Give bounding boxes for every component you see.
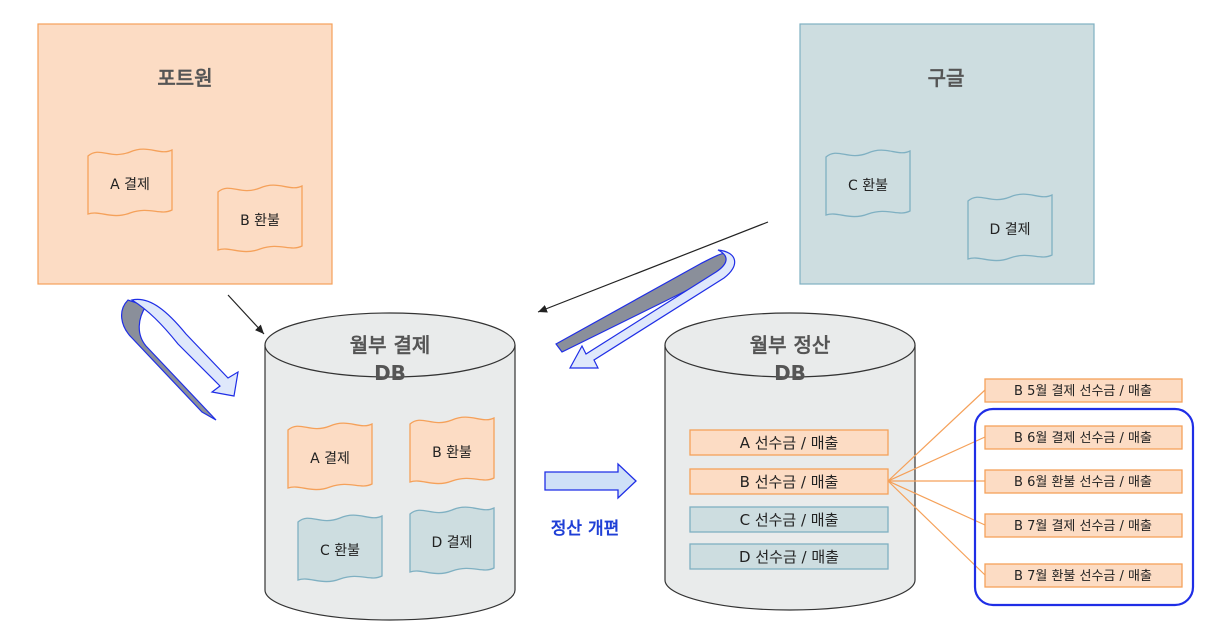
detail-item: B 6월 결제 선수금 / 매출 xyxy=(984,425,1183,450)
detail-b-july-payment: B 7월 결제 선수금 / 매출 xyxy=(1014,519,1152,534)
settlement-row-c: C 선수금 / 매출 xyxy=(740,511,839,529)
settlement-row-d: D 선수금 / 매출 xyxy=(739,548,839,566)
document-icon: B 환불 xyxy=(409,416,495,485)
detail-b-june-refund: B 6월 환불 선수금 / 매출 xyxy=(1014,475,1152,490)
google-title: 구글 xyxy=(928,66,965,90)
portone-title: 포트원 xyxy=(157,66,212,90)
transition-label: 정산 개편 xyxy=(551,519,619,539)
document-icon: B 환불 xyxy=(217,184,303,253)
document-icon: C 환불 xyxy=(297,514,383,583)
settlement-row: D 선수금 / 매출 xyxy=(689,543,889,570)
portone-to-db-arrow xyxy=(227,294,265,335)
detail-item: B 5월 결제 선수금 / 매출 xyxy=(984,378,1183,403)
detail-b-july-refund: B 7월 환불 선수금 / 매출 xyxy=(1014,569,1152,584)
portone-source-panel: 포트원 A 결제 B 환불 xyxy=(37,23,333,285)
document-icon: C 환불 xyxy=(825,149,911,218)
settlement-row: B 선수금 / 매출 xyxy=(689,468,889,495)
settlement-db-title: 월부 정산 xyxy=(750,333,831,357)
payment-db-doc-c: C 환불 xyxy=(320,543,360,559)
settlement-row-b: B 선수금 / 매출 xyxy=(740,473,839,491)
document-icon: A 결제 xyxy=(287,422,373,491)
detail-connector-lines xyxy=(887,389,986,576)
payment-db-cylinder: 월부 결제 DB A 결제 B 환불 C 환불 D 결제 xyxy=(264,312,516,621)
google-source-panel: 구글 C 환불 D 결제 xyxy=(799,23,1095,285)
detail-item: B 7월 환불 선수금 / 매출 xyxy=(984,563,1183,588)
portone-doc-b-refund: B 환불 xyxy=(240,213,280,229)
google-to-db-arrow xyxy=(537,221,769,313)
detail-b-may-payment: B 5월 결제 선수금 / 매출 xyxy=(1014,384,1152,399)
payment-db-doc-b: B 환불 xyxy=(432,445,472,461)
google-doc-c-refund: C 환불 xyxy=(848,178,888,194)
transition-arrow-icon xyxy=(544,462,637,500)
document-icon: D 결제 xyxy=(409,506,495,575)
google-doc-d-payment: D 결제 xyxy=(990,222,1031,238)
detail-item: B 6월 환불 선수금 / 매출 xyxy=(984,469,1183,494)
payment-db-subtitle: DB xyxy=(374,361,406,385)
portone-doc-a-payment: A 결제 xyxy=(110,177,150,193)
payment-db-doc-a: A 결제 xyxy=(310,451,350,467)
payment-db-title: 월부 결제 xyxy=(350,333,431,357)
payment-db-doc-d: D 결제 xyxy=(432,535,473,551)
document-icon: A 결제 xyxy=(87,148,173,217)
detail-b-june-payment: B 6월 결제 선수금 / 매출 xyxy=(1014,431,1152,446)
detail-item: B 7월 결제 선수금 / 매출 xyxy=(984,513,1183,538)
settlement-db-cylinder: 월부 정산 DB A 선수금 / 매출 B 선수금 / 매출 C 선수금 / 매… xyxy=(664,312,916,611)
settlement-db-subtitle: DB xyxy=(774,361,806,385)
document-icon: D 결제 xyxy=(967,193,1053,262)
circular-sync-arrow-icon xyxy=(121,298,239,421)
settlement-row-a: A 선수금 / 매출 xyxy=(740,434,839,452)
settlement-row: C 선수금 / 매출 xyxy=(689,506,889,533)
circular-sync-arrow-icon xyxy=(555,249,736,369)
settlement-row: A 선수금 / 매출 xyxy=(689,429,889,456)
highlight-frame xyxy=(973,407,1195,607)
